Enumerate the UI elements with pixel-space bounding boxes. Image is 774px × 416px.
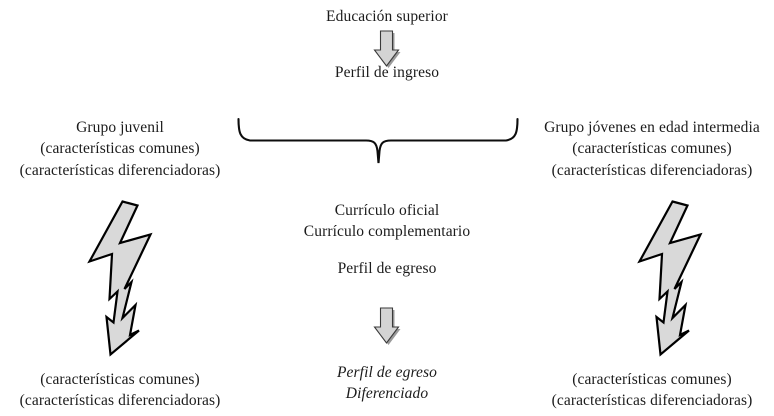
perfil-egreso-result-line2: Diferenciado (345, 385, 429, 403)
left-group-heading: Grupo juvenil (76, 119, 164, 136)
lightning-bolt-icon-right (637, 200, 703, 357)
left-group-common-line: (características comunes) (40, 140, 200, 158)
left-group-text-block: Grupo juvenil (características comunes) … (0, 117, 240, 181)
left-group-differentiating-line: (características diferenciadoras) (19, 161, 221, 179)
left-outcome-text-block: (características comunes) (característic… (0, 369, 240, 412)
right-outcome-common-line: (características comunes) (572, 371, 732, 388)
left-outcome-common-line: (características comunes) (40, 371, 200, 388)
right-outcome-differentiating-line: (características diferenciadoras) (551, 392, 753, 410)
perfil-egreso-diferenciado-block: Perfil de egreso Diferenciado (277, 362, 497, 405)
right-group-heading: Grupo jóvenes en edad intermedia (544, 119, 760, 136)
educacion-superior-label: Educación superior (326, 8, 448, 25)
left-outcome-differentiating-line: (características diferenciadoras) (19, 392, 221, 410)
perfil-egreso-result-line1: Perfil de egreso (336, 364, 438, 381)
perfil-de-ingreso-label: Perfil de ingreso (334, 64, 440, 81)
right-group-text-block: Grupo jóvenes en edad intermedia (caract… (530, 117, 774, 181)
lightning-bolt-icon-left (87, 200, 153, 357)
right-group-differentiating-line: (características diferenciadoras) (551, 161, 753, 179)
curriculo-oficial-label: Currículo oficial (334, 202, 440, 219)
curriculo-complementario-label: Currículo complementario (303, 223, 471, 241)
curriculum-text-block: Currículo oficial Currículo complementar… (277, 200, 497, 243)
down-block-arrow-icon-top (373, 30, 401, 68)
right-group-common-line: (características comunes) (572, 140, 732, 158)
down-block-arrow-icon-bottom (373, 307, 401, 345)
perfil-de-egreso-label: Perfil de egreso (337, 260, 437, 277)
right-outcome-text-block: (características comunes) (característic… (530, 369, 774, 412)
curly-brace-down-icon (237, 117, 519, 164)
